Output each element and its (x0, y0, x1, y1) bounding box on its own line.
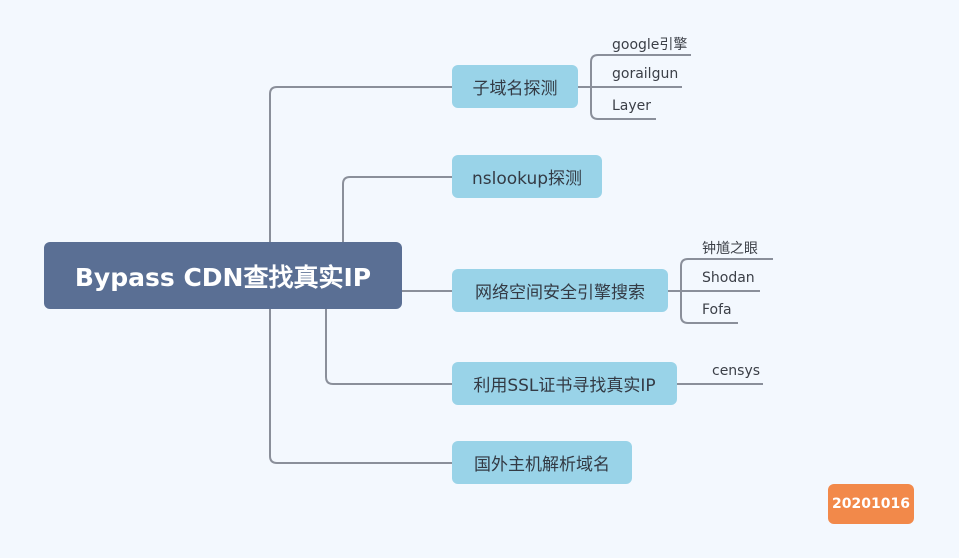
date-badge-label: 20201016 (832, 496, 910, 512)
branch-label: 利用SSL证书寻找真实IP (473, 376, 656, 396)
branch-label: 子域名探测 (472, 79, 558, 99)
connector-branch-1-leaf-3 (590, 87, 656, 120)
branch-ssl-certificate[interactable]: 利用SSL证书寻找真实IP (452, 362, 677, 405)
root-topic-label: Bypass CDN查找真实IP (74, 262, 372, 292)
root-topic[interactable]: Bypass CDN查找真实IP (44, 242, 402, 309)
leaf-google-engine[interactable]: google引擎 (612, 37, 688, 53)
leaf-zoomeye[interactable]: 钟馗之眼 (702, 241, 758, 257)
branch-label: 国外主机解析域名 (474, 455, 610, 475)
connector-root-branch-1 (269, 86, 452, 242)
branch-foreign-dns-resolution[interactable]: 国外主机解析域名 (452, 441, 632, 484)
branch-label: nslookup探测 (471, 169, 583, 189)
leaf-shodan[interactable]: Shodan (702, 270, 755, 286)
leaf-fofa[interactable]: Fofa (702, 302, 732, 318)
branch-cyberspace-search-engines[interactable]: 网络空间安全引擎搜索 (452, 269, 668, 312)
leaf-gorailgun[interactable]: gorailgun (612, 66, 679, 82)
branch-nslookup[interactable]: nslookup探测 (452, 155, 602, 198)
connector-branch-1-leaf-1 (578, 54, 691, 88)
connector-branch-3-leaf-1 (668, 258, 773, 292)
leaf-layer[interactable]: Layer (612, 98, 652, 114)
connector-root-branch-5 (269, 309, 452, 464)
connector-root-branch-4 (325, 309, 452, 385)
connector-branch-3-leaf-3 (680, 291, 738, 324)
leaf-censys[interactable]: censys (712, 363, 761, 379)
branch-subdomain-detection[interactable]: 子域名探测 (452, 65, 578, 108)
branch-label: 网络空间安全引擎搜索 (475, 283, 645, 303)
date-badge: 20201016 (828, 484, 914, 524)
connector-root-branch-2 (342, 176, 452, 242)
